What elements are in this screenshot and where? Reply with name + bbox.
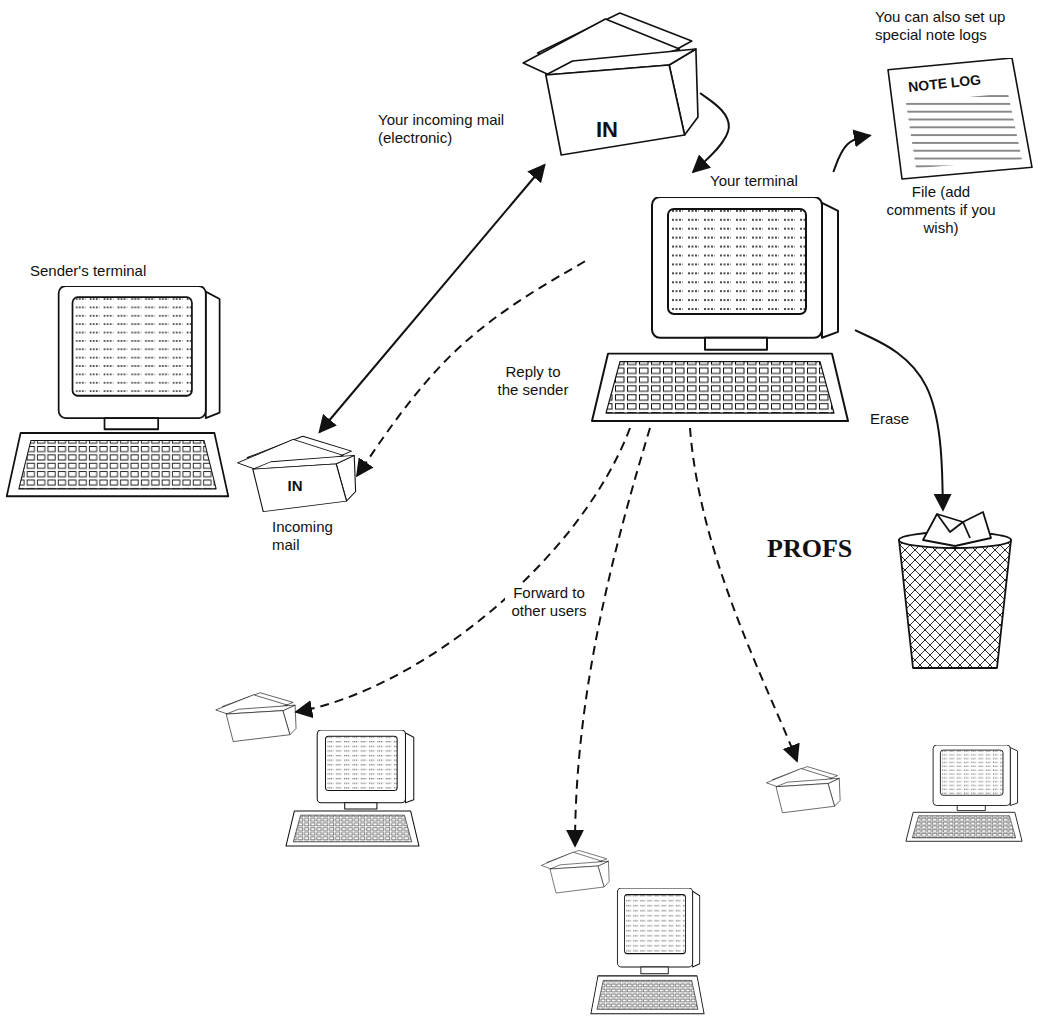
node-text: Incoming mail xyxy=(272,518,352,554)
other-user xyxy=(216,693,419,846)
edge-label: Reply to the sender xyxy=(492,362,574,400)
your-terminal-drawing xyxy=(590,197,850,425)
node-label: Your terminal xyxy=(710,172,840,190)
other-user xyxy=(541,850,704,1013)
mail-arrow xyxy=(855,330,943,510)
node-label: IN xyxy=(278,477,312,495)
edge-label: File (add comments if you wish) xyxy=(880,182,1002,238)
mail-arrow xyxy=(833,136,870,173)
sender-terminal: Sender's terminal xyxy=(5,262,230,502)
other-user xyxy=(766,745,1022,841)
node-label: You can also set up special note logs xyxy=(875,8,1025,44)
node-label: Sender's terminal xyxy=(30,262,220,280)
wastebasket: Erase xyxy=(895,510,1015,670)
node-label: Erase xyxy=(870,410,925,428)
note-text: Forward to other users xyxy=(505,583,593,621)
forward-arrow xyxy=(296,428,797,846)
node-text: IN xyxy=(587,117,627,143)
note-log: You can also set up special note logsNOT… xyxy=(870,8,1040,178)
wastebasket-drawing xyxy=(895,510,1015,670)
incoming-tray: Your incoming mail (electronic)IN xyxy=(515,5,700,165)
sender-in-tray: IN Incoming mail xyxy=(232,432,357,557)
node-label: Your incoming mail (electronic) xyxy=(378,111,506,147)
section-heading: PROFS xyxy=(765,532,879,565)
dashed-arrow xyxy=(357,261,585,476)
sender-terminal-drawing xyxy=(5,286,230,500)
sender-in-tray-drawing xyxy=(232,432,357,517)
your-terminal: Your terminal xyxy=(585,172,855,427)
